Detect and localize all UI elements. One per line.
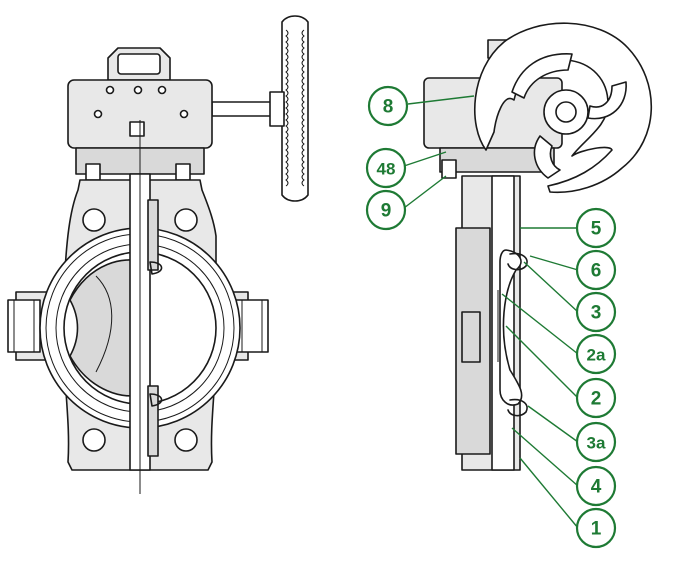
shaft-hub — [269, 91, 285, 127]
callout-1-label: 1 — [591, 519, 602, 540]
callout-2a-label: 2a — [587, 346, 606, 365]
callouts: 8 48 9 5 6 3 2a 2 — [365, 85, 617, 549]
callout-3a: 3a — [575, 421, 617, 463]
leader-8 — [407, 95, 475, 105]
callout-4: 4 — [575, 465, 617, 507]
callout-3: 3 — [575, 291, 617, 333]
callout-9: 9 — [365, 189, 407, 231]
callout-2: 2 — [575, 377, 617, 419]
callout-3a-label: 3a — [587, 434, 606, 453]
callout-6-label: 6 — [591, 261, 602, 282]
callout-6: 6 — [575, 249, 617, 291]
leader-4 — [511, 427, 579, 487]
leader-1 — [519, 457, 579, 529]
leader-3a — [527, 405, 579, 443]
callout-5: 5 — [575, 207, 617, 249]
gearbox-front — [67, 47, 213, 181]
callout-8-label: 8 — [383, 97, 394, 118]
leader-9 — [403, 175, 447, 209]
leader-2 — [505, 325, 579, 399]
handwheel-edge — [281, 15, 309, 202]
leader-6 — [529, 255, 579, 271]
callout-9-label: 9 — [381, 201, 392, 222]
callout-2a: 2a — [575, 333, 617, 375]
handwheel-face — [473, 22, 653, 194]
callout-1: 1 — [575, 507, 617, 549]
callout-4-label: 4 — [591, 477, 602, 498]
front-view — [7, 15, 309, 494]
callout-3-label: 3 — [591, 303, 602, 324]
callout-2-label: 2 — [591, 389, 602, 410]
valve-body-front — [7, 173, 269, 471]
valve-body-side — [455, 175, 528, 471]
callout-5-label: 5 — [591, 219, 602, 240]
side-view — [423, 22, 653, 471]
callout-48: 48 — [365, 147, 407, 189]
leader-3 — [523, 261, 579, 313]
callout-48-label: 48 — [377, 160, 396, 179]
callout-8: 8 — [367, 85, 409, 127]
leader-48 — [403, 151, 447, 167]
leader-2a — [501, 293, 579, 355]
